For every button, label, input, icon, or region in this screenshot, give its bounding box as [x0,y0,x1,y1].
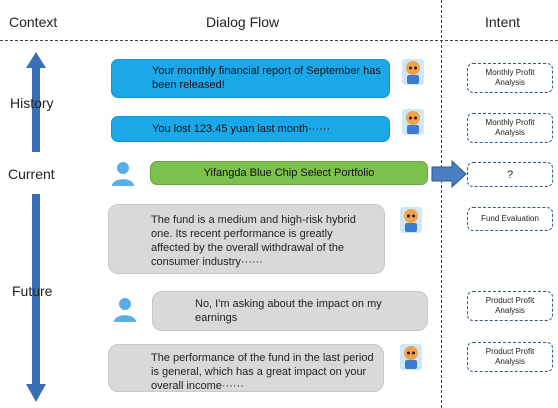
history-label: History [10,95,54,111]
user-avatar-icon [110,159,136,187]
dialog-bubble-3: Yifangda Blue Chip Select Portfolio [150,161,428,185]
intent-box-2: Monthly Profit Analysis [467,113,553,143]
dialog-flow-header: Dialog Flow [206,14,280,30]
context-header: Context [9,14,58,30]
bot-avatar-icon [401,58,425,86]
intent-header: Intent [485,14,521,30]
future-label: Future [12,283,53,299]
header-divider [0,40,558,41]
dialog-bubble-4: The fund is a medium and high-risk hybri… [108,204,385,274]
intent-box-1: Monthly Profit Analysis [467,63,553,93]
dialog-bubble-2: You lost 123.45 yuan last month······ [111,116,390,142]
current-intent-arrow [431,160,467,188]
bot-avatar-icon [399,206,423,234]
intent-box-3: ? [467,162,553,187]
user-avatar-icon [112,295,138,323]
dialog-bubble-1: Your monthly financial report of Septemb… [111,59,390,98]
bot-avatar-icon [399,343,423,371]
future-down-arrow [26,194,46,402]
intent-box-4: Fund Evaluation [467,207,553,231]
intent-box-5: Product Profit Analysis [467,291,553,321]
current-label: Current [8,166,55,182]
dialog-bubble-5: No, I'm asking about the impact on my ea… [152,291,428,331]
context-arrows [26,52,46,402]
intent-column-divider [441,0,442,408]
intent-box-6: Product Profit Analysis [467,342,553,372]
history-up-arrow [26,52,46,152]
dialog-bubble-6: The performance of the fund in the last … [108,344,384,392]
bot-avatar-icon [401,108,425,136]
